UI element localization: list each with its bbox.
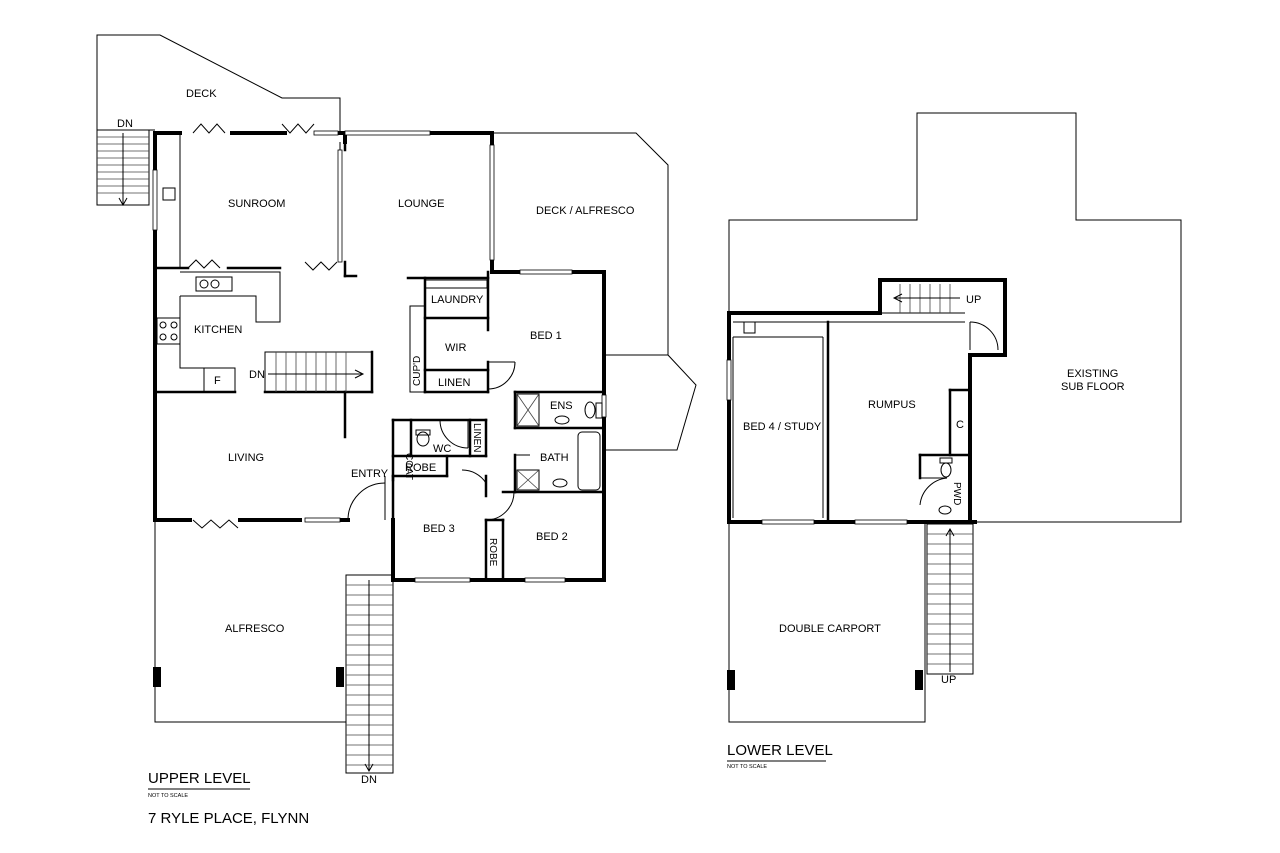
label-laundry: LAUNDRY (431, 294, 484, 306)
label-bed4-study: BED 4 / STUDY (743, 421, 822, 433)
label-dn-internal: DN (249, 369, 265, 381)
label-f: F (214, 375, 221, 387)
upper-interior-walls (153, 135, 374, 439)
label-coat: COAT (403, 453, 414, 480)
label-linen1: LINEN (438, 377, 470, 389)
upper-windows (152, 130, 607, 583)
label-lounge: LOUNGE (398, 198, 444, 210)
upper-footer: UPPER LEVEL NOT TO SCALE 7 RYLE PLACE, F… (148, 770, 309, 827)
deck-stairs (96, 129, 150, 207)
lower-level-plan: UP EXISTING SUB FLOOR BED 4 / STUDY RUMP… (726, 112, 1182, 770)
lower-scale-note: NOT TO SCALE (727, 764, 767, 770)
label-rumpus: RUMPUS (868, 399, 916, 411)
lower-room-labels: UP EXISTING SUB FLOOR BED 4 / STUDY RUMP… (743, 294, 1125, 686)
front-stairs (345, 574, 394, 774)
lower-windows (726, 359, 908, 525)
ens-bath-block (513, 390, 606, 494)
address-title: 7 RYLE PLACE, FLYNN (148, 810, 309, 827)
label-wir: WIR (445, 342, 466, 354)
coat-wc-block (391, 418, 488, 496)
label-up-internal: UP (966, 294, 981, 306)
label-c: C (956, 419, 964, 431)
lower-stairs (882, 284, 999, 351)
label-kitchen: KITCHEN (194, 324, 242, 336)
upper-room-labels: DECK DN SUNROOM LOUNGE DECK / ALFRESCO L… (117, 88, 635, 786)
label-alfresco: ALFRESCO (225, 623, 285, 635)
lower-exterior-walls (727, 278, 1007, 524)
label-pwd: PWD (951, 482, 962, 505)
label-double-carport: DOUBLE CARPORT (779, 623, 881, 635)
label-bath: BATH (540, 452, 569, 464)
upper-level-plan: DECK DN SUNROOM LOUNGE DECK / ALFRESCO L… (96, 34, 697, 827)
label-bed2: BED 2 (536, 531, 568, 543)
label-sunroom: SUNROOM (228, 198, 285, 210)
carport-stairs (926, 523, 974, 675)
label-dn-deck: DN (117, 118, 133, 130)
lower-level-title: LOWER LEVEL (727, 742, 833, 759)
label-existing: EXISTING (1067, 368, 1118, 380)
label-cupd: CUP'D (412, 356, 423, 386)
upper-level-title: UPPER LEVEL (148, 770, 251, 787)
label-dn-front: DN (361, 774, 377, 786)
bifold-doors (187, 123, 338, 529)
deck-outline (96, 34, 341, 132)
label-entry: ENTRY (351, 468, 389, 480)
label-linen2: LINEN (471, 423, 482, 452)
label-ens: ENS (550, 400, 573, 412)
label-deck: DECK (186, 88, 217, 100)
label-bed3: BED 3 (423, 523, 455, 535)
label-deck-alfresco: DECK / ALFRESCO (536, 205, 635, 217)
lower-interior-walls (732, 320, 972, 524)
label-robe1: ROBE (405, 462, 436, 474)
label-robe2: ROBE (487, 538, 498, 567)
label-up-external: UP (941, 674, 956, 686)
label-sub-floor: SUB FLOOR (1061, 381, 1125, 393)
alfresco-outline (153, 522, 346, 723)
label-wc: WC (433, 443, 451, 455)
carport-outline (727, 522, 926, 723)
sub-floor-outline (728, 112, 1182, 523)
lower-footer: LOWER LEVEL NOT TO SCALE (727, 742, 833, 770)
label-living: LIVING (228, 452, 264, 464)
bedrooms-block (347, 474, 517, 582)
label-bed1: BED 1 (530, 330, 562, 342)
upper-scale-note: NOT TO SCALE (148, 793, 188, 799)
upper-exterior-walls (153, 131, 606, 582)
laundry-wir-block (406, 270, 516, 394)
